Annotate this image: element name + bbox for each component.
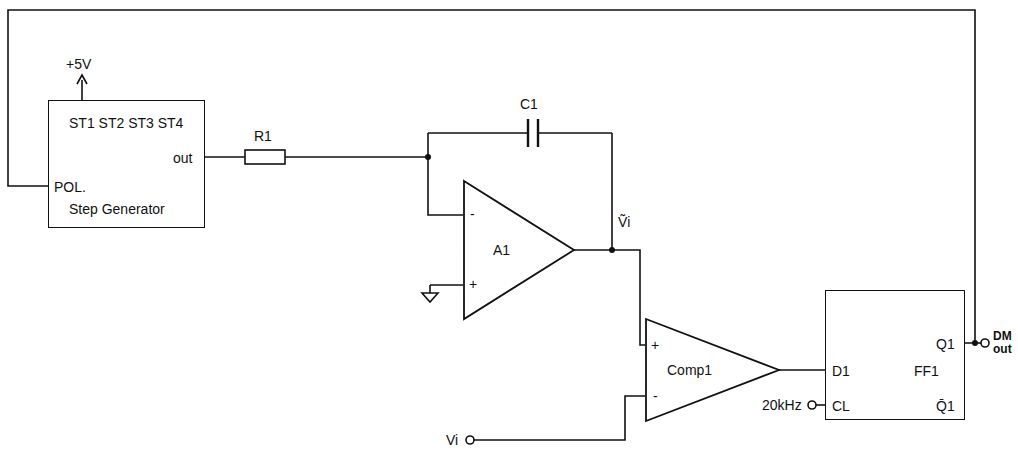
wire [474,396,645,440]
signal-name: Vi [446,432,458,448]
pin-label: CL [832,398,850,414]
terminal [808,401,816,409]
pin-label: ST1 ST2 ST3 ST4 [69,115,183,131]
capacitor-symbol [527,119,529,147]
pin-label: Q1 [936,336,955,352]
wire [205,157,463,215]
capacitor-symbol [537,119,539,147]
triangle-outline [645,318,780,422]
triangle-outline [464,181,574,319]
wire [538,132,612,134]
junction-dot [609,247,615,253]
wire [430,284,463,286]
pin-label: - [470,206,475,222]
wire [427,133,429,157]
opamp-triangle: - + A1 [463,180,575,320]
ground-symbol [422,293,438,302]
signal-name: Ṽi [618,214,630,230]
pin-label: Comp1 [667,362,712,378]
wire [428,132,528,134]
pin-label: Q̄1 [936,398,955,414]
pin-label: out [173,150,192,166]
terminal [466,436,474,444]
pin-label: D1 [832,363,850,379]
wire [611,133,613,250]
pin-label: + [651,337,659,353]
step-generator-box: ST1 ST2 ST3 ST4POL. Step Generator out [48,100,205,228]
pin-label: FF1 [914,363,939,379]
terminal [981,339,989,347]
resistor-symbol [245,150,285,164]
wire [779,369,825,371]
pin-label: - [653,388,658,404]
signal-name: DM out [993,330,1015,356]
supply-label: +5V [66,56,91,72]
triangle-outline [463,180,575,320]
supply-wire [81,80,83,100]
wire [429,285,431,293]
wire [574,250,645,345]
wire [816,404,825,406]
pin-label: + [469,276,477,292]
block-title: Step Generator [69,201,165,217]
component-label: C1 [520,96,538,112]
triangle-outline [646,319,779,421]
junction-dot [972,340,978,346]
pin-label: POL. [54,179,86,195]
supply-arrow [77,75,87,84]
junction-dot [425,154,431,160]
signal-name: 20kHz [762,397,802,413]
component-label: R1 [254,128,272,144]
pin-label: A1 [493,242,510,258]
comparator-triangle: + -Comp1 [645,318,780,422]
flip-flop-box: D1 Q1FF1CL Q̄1 [825,290,965,420]
